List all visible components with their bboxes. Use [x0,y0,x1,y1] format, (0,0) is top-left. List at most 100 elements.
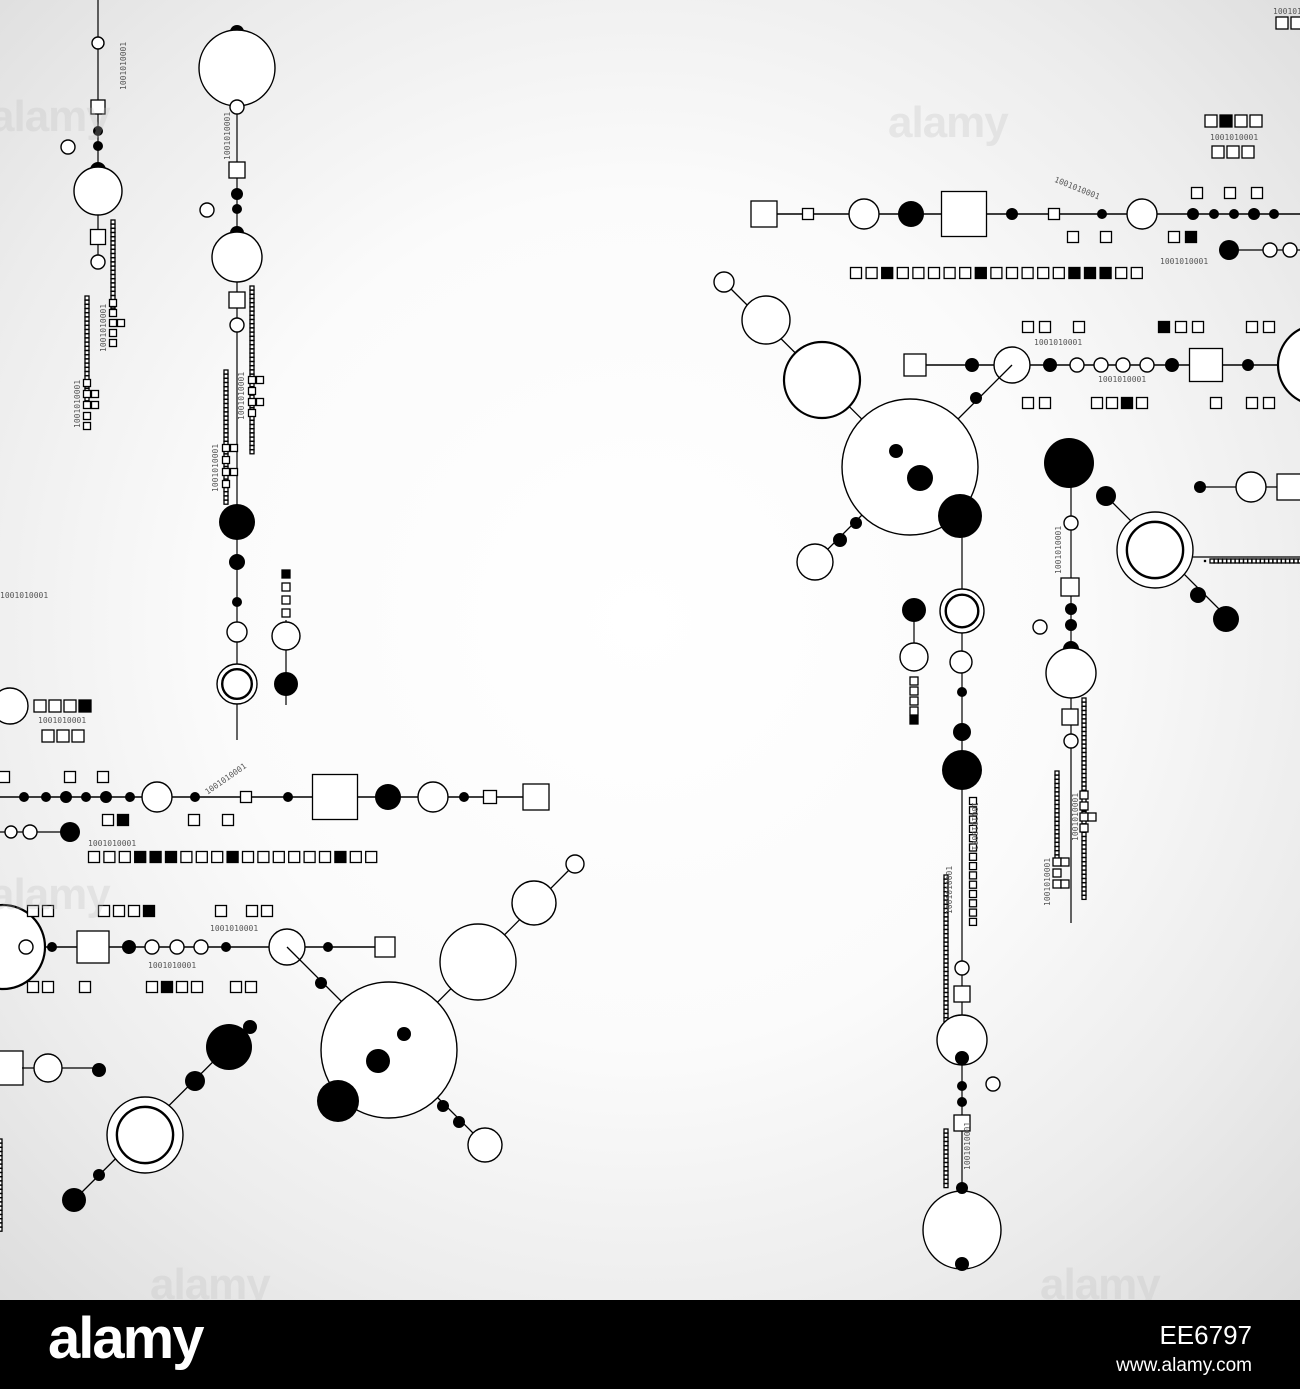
square-node [1262,396,1276,410]
square-node [1081,705,1087,712]
square-node [943,1132,949,1138]
hollow-node [115,1105,175,1165]
square-node [0,1188,3,1195]
hollow-node [60,139,76,155]
square-node [249,348,255,354]
solid-node [889,444,903,458]
solid-node [1219,240,1239,260]
square-node [145,980,159,994]
solid-node [955,1257,969,1271]
binary-label: 1001010001 [148,961,197,970]
solid-node [902,598,926,622]
square-node [1245,396,1259,410]
square-node [1238,558,1245,564]
square-node [84,324,90,331]
solid-node [957,1097,967,1107]
square-node [1120,396,1134,410]
square-node [0,1180,3,1186]
square-node [1021,320,1035,334]
square-node [943,1145,949,1151]
square-node [221,443,231,453]
hollow-node [782,340,862,420]
square-node [223,407,229,413]
solid-node [953,723,971,741]
square-node [247,408,257,418]
square-node [303,850,316,864]
square-node [968,899,978,908]
square-node [927,266,941,280]
hollow-node [1093,357,1109,373]
square-node [249,428,255,434]
square-node [1289,558,1295,564]
square-node [968,880,978,889]
square-node [0,1146,3,1153]
binary-label: 1001010001 [970,802,979,851]
square-node [903,353,927,377]
square-node [1054,820,1060,827]
square-node [349,850,362,864]
square-node [943,954,949,960]
solid-node [1043,358,1057,372]
square-node [1054,795,1060,801]
square-node [63,770,77,784]
square-node [82,378,92,388]
square-node [249,293,255,300]
square-node [0,1213,3,1220]
square-node [0,1205,3,1211]
square-node [522,783,550,811]
square-node [1081,756,1087,762]
square-node [110,231,116,238]
square-node [110,273,116,280]
square-node [78,980,92,994]
square-node [943,962,949,968]
square-node [1250,186,1264,200]
square-node [0,1138,3,1144]
hollow-node [90,254,106,270]
square-node [223,398,229,405]
solid-node [1248,208,1260,220]
hollow-node [944,593,980,629]
square-node [1081,743,1087,749]
solid-node [375,784,401,810]
square-node [943,1008,949,1015]
square-node [142,904,156,918]
square-node [108,328,118,338]
square-node [1190,186,1204,200]
square-node [255,397,265,407]
hollow-node [1125,520,1185,580]
square-node [1081,873,1087,880]
square-node [84,354,90,360]
solid-node [1229,209,1239,219]
square-node [1054,812,1060,818]
square-node [1054,837,1060,843]
square-node [249,289,255,295]
square-node [101,813,115,827]
solid-node [1187,208,1199,220]
hollow-node [33,1053,63,1083]
alamy-logo: alamy [48,1306,204,1371]
square-node [229,467,239,477]
square-node [1081,747,1087,754]
square-node [249,344,255,350]
square-node [97,904,111,918]
solid-node [459,792,469,802]
square-node [223,419,229,426]
square-node [1052,868,1062,878]
binary-label: 1001010001 [237,371,246,420]
square-node [84,307,90,314]
square-node [968,852,978,861]
square-node [909,706,919,716]
binary-label: 1001010001 [223,111,232,160]
square-node [1081,890,1087,896]
square-node [1081,840,1087,846]
square-node [943,1004,949,1010]
square-node [249,297,255,304]
solid-node [60,791,72,803]
solid-node [1269,209,1279,219]
square-node [1135,396,1149,410]
square-node [1081,844,1087,850]
solid-node [957,1081,967,1091]
circuit-diagram [0,17,1300,1271]
solid-node [1096,486,1116,506]
square-node [1249,114,1263,128]
